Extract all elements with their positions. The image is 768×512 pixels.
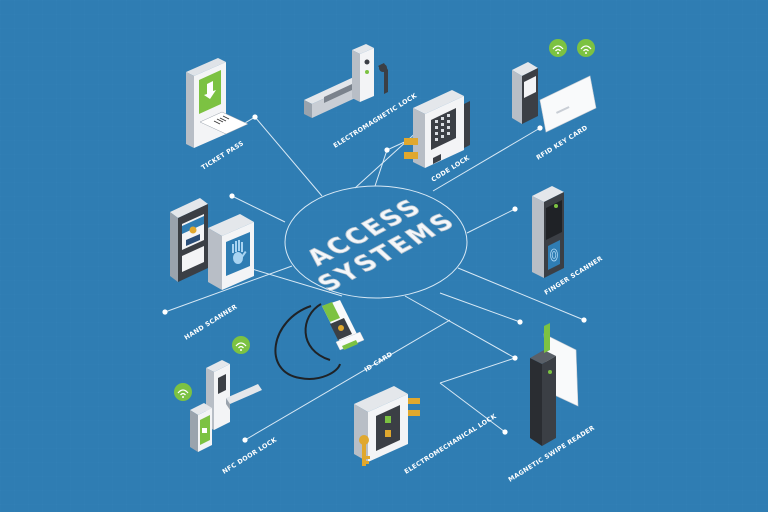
line-rfid-key-card (432, 127, 541, 192)
wifi-icon (232, 336, 250, 354)
ticket-pass-device (186, 58, 249, 148)
hand-scanner-device (170, 198, 254, 290)
wifi-icon (549, 39, 567, 57)
connector-dots (162, 114, 587, 443)
id-card-device (274, 300, 365, 380)
electromechanical-lock-device (354, 386, 420, 466)
line-finger-scanner-top (466, 208, 516, 234)
key-icon (359, 435, 370, 466)
center-ellipse (284, 185, 468, 299)
nfc-door-lock-device (174, 336, 262, 452)
line-hand-scanner (164, 265, 293, 313)
wifi-icon (577, 39, 595, 57)
line-ticket-pass (254, 116, 323, 197)
arrow-down-icon (204, 81, 216, 99)
line-electromechanical (439, 382, 506, 433)
keypad-icon (431, 108, 456, 150)
electromagnetic-lock-device (304, 44, 388, 118)
fingerprint-icon (548, 240, 560, 270)
line-hand-scanner-top (231, 195, 286, 223)
finger-scanner-device (532, 186, 564, 278)
line-id-card-right (439, 292, 521, 323)
hand-icon (232, 240, 247, 264)
code-lock-device (404, 90, 470, 168)
wifi-icon (174, 383, 192, 401)
line-finger-scanner (457, 267, 585, 321)
rfid-key-card-device (512, 39, 597, 133)
magnetic-swipe-reader-device (530, 323, 579, 446)
line-magnetic-swipe (404, 295, 516, 359)
line-nfc-door-lock (244, 319, 451, 441)
